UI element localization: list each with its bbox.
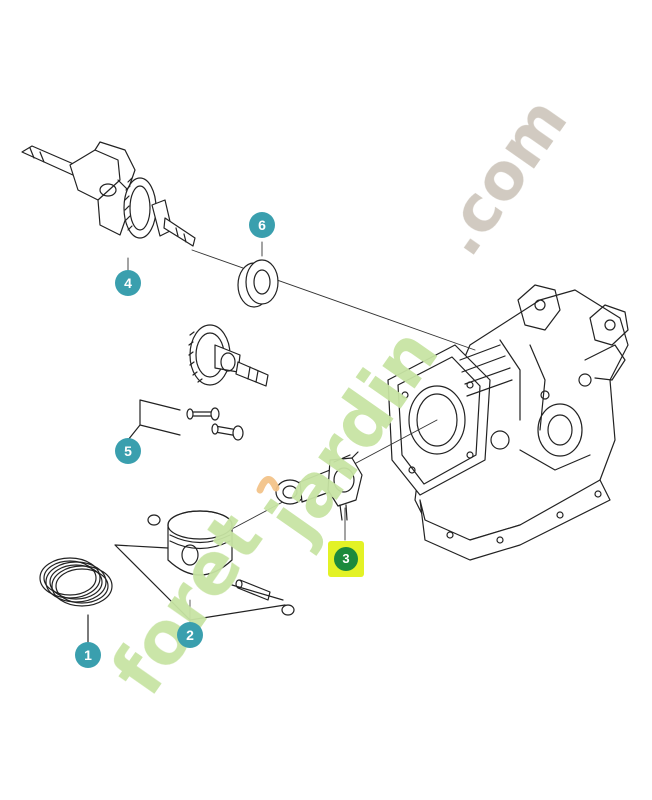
watermark-orange-accent — [256, 476, 280, 494]
camshaft-icon — [127, 324, 269, 441]
callout-1[interactable]: 1 — [75, 642, 101, 668]
callout-2[interactable]: 2 — [177, 622, 203, 648]
callout-6[interactable]: 6 — [249, 212, 275, 238]
piston-rings-icon — [39, 557, 113, 643]
callout-4[interactable]: 4 — [115, 270, 141, 296]
engine-block-icon — [387, 284, 629, 561]
callout-3-highlighted[interactable]: 3 — [328, 541, 364, 577]
connecting-rod-icon — [275, 451, 363, 521]
watermark-text-com: .com — [422, 85, 582, 269]
callout-3: 3 — [334, 547, 358, 571]
oil-seal-icon — [237, 259, 279, 308]
callout-5[interactable]: 5 — [115, 438, 141, 464]
crankshaft-icon — [21, 141, 196, 247]
watermark-text-foret: foret — [95, 498, 278, 710]
piston-icon — [114, 510, 295, 621]
